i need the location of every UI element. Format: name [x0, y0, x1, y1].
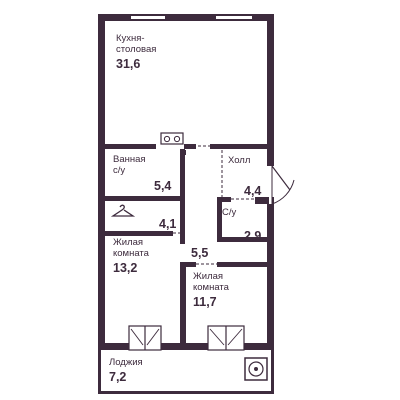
loggia-name: Лоджия	[109, 357, 143, 368]
interior-walls	[98, 149, 274, 350]
loggia-walls	[98, 350, 274, 394]
top-windows	[131, 16, 252, 19]
bathroom-name-1: Ванная	[113, 154, 146, 165]
bathroom-name-2: с/у	[113, 164, 126, 176]
kitchen-wall	[98, 144, 274, 149]
kitchen-label: Кухня- столовая 31,6	[116, 33, 157, 71]
living-right-area: 11,7	[193, 294, 217, 309]
hall-name: Холл	[228, 155, 251, 166]
door-icon	[269, 165, 295, 205]
kitchen-area: 31,6	[116, 56, 141, 71]
living-right-label: Жилая комната 11,7	[193, 271, 229, 309]
loggia-area: 7,2	[109, 370, 127, 384]
living-right-name-1: Жилая	[193, 271, 224, 282]
wc-area: 2,9	[244, 229, 262, 243]
corridor-area: 5,5	[191, 246, 209, 260]
bathroom-area: 5,4	[154, 179, 172, 193]
ac-unit-icon	[244, 357, 268, 381]
wc-name: С/у	[222, 207, 237, 218]
kitchen-name-2: столовая	[116, 43, 157, 55]
living-left-name-1: Жилая	[113, 237, 144, 248]
kitchen-name-1: Кухня-	[116, 33, 145, 44]
balcony-door-icon	[128, 325, 245, 351]
bathroom-label: Ванная с/у	[113, 154, 146, 177]
door-nubs	[180, 150, 231, 202]
dashed-lines	[173, 150, 255, 265]
living-right-name-2: комната	[193, 281, 229, 293]
living-left-area: 13,2	[113, 260, 138, 275]
sink-icon	[160, 132, 184, 145]
closet-area: 4,1	[159, 217, 177, 231]
hall-area: 4,4	[244, 184, 262, 198]
hanger-icon	[110, 204, 136, 217]
living-left-label: Жилая комната 13,2	[113, 237, 149, 275]
living-left-name-2: комната	[113, 247, 149, 259]
